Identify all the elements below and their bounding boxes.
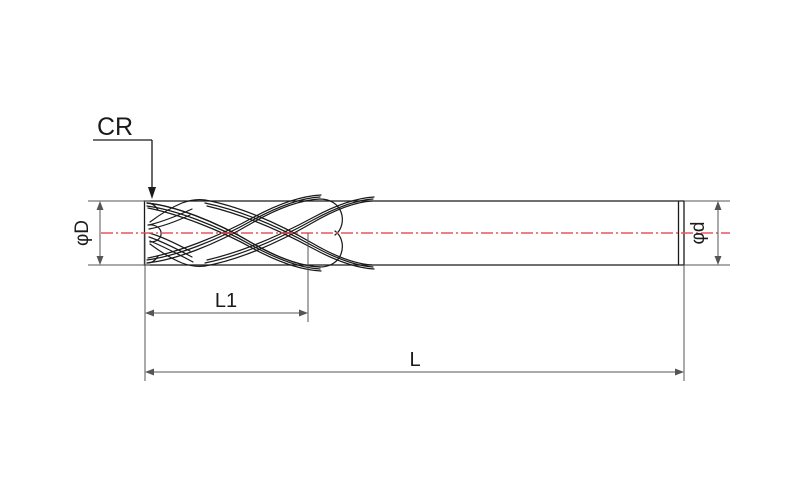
overall-length-dimension: [144, 265, 685, 381]
corner-radius-label: CR: [97, 113, 133, 141]
shank-diameter-arrow-top: [714, 201, 722, 210]
overall-length-arrow-left: [145, 368, 154, 376]
tool-body-outline: [143, 200, 685, 266]
corner-radius-callout: [93, 139, 153, 189]
end-face-gash-detail: [147, 199, 206, 267]
cutting-diameter-arrow-bottom: [96, 256, 104, 265]
shank-diameter-arrow-bottom: [714, 256, 722, 265]
shank-diameter-dimension: [684, 200, 730, 266]
shank-diameter-label: φd: [688, 222, 709, 245]
overall-length-arrow-right: [675, 368, 684, 376]
flute-length-arrow-left: [145, 309, 154, 317]
cutting-diameter-dimension: [88, 200, 150, 266]
flute-length-label: L1: [215, 290, 237, 312]
flute-length-arrow-right: [299, 309, 308, 317]
cutting-diameter-arrow-top: [96, 201, 104, 210]
overall-length-label: L: [409, 349, 420, 371]
cutting-diameter-label: φD: [72, 220, 93, 246]
corner-radius-arrowhead: [148, 187, 156, 199]
